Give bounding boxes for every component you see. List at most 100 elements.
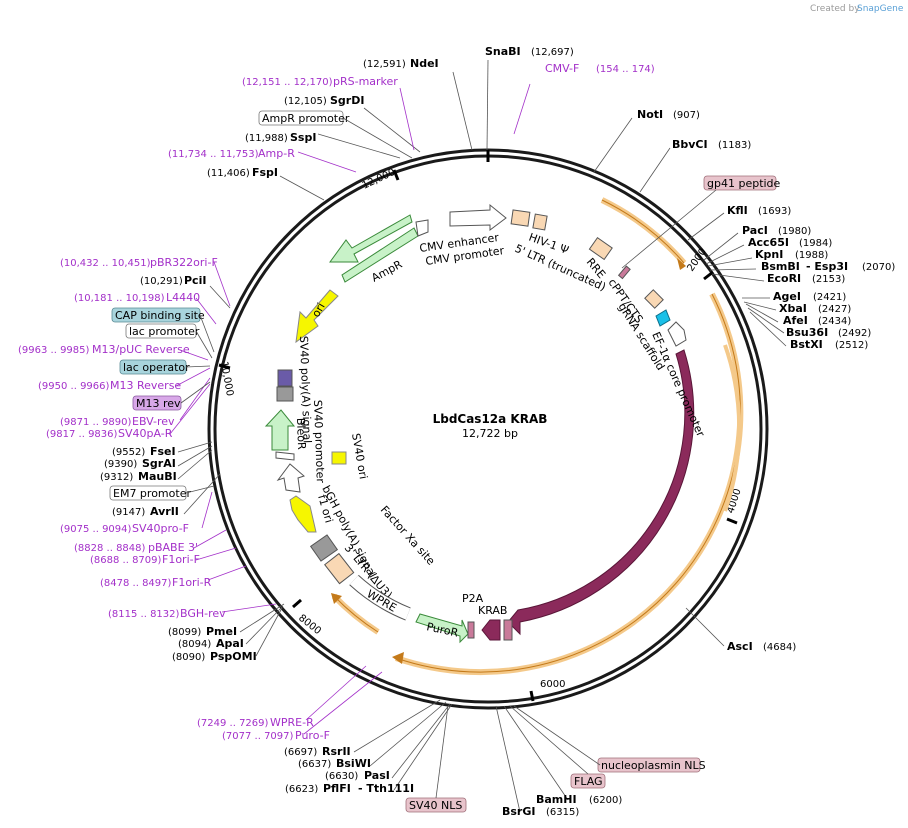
svg-text:(7249 .. 7269): (7249 .. 7269): [197, 718, 269, 729]
ltr-arrow: [331, 593, 342, 604]
svg-text:(1693): (1693): [758, 206, 791, 217]
enzyme-asci: AscI: [727, 640, 753, 653]
sv40-polya-feature[interactable]: [276, 386, 294, 402]
label-m13-rev: M13 rev: [136, 397, 181, 410]
primer-f1ori-f: F1ori-F: [162, 553, 200, 566]
lbcpf1-feature[interactable]: [507, 349, 695, 636]
enzyme-afei: AfeI: [783, 314, 808, 327]
enzyme-pasi: PasI: [364, 769, 390, 782]
svg-text:(8099): (8099): [168, 627, 201, 638]
svg-text:(9950 .. 9966): (9950 .. 9966): [38, 381, 110, 392]
bleor-feature[interactable]: [264, 409, 296, 451]
svg-text:(7077 .. 7097): (7077 .. 7097): [222, 731, 294, 742]
enzyme-pcii: PciI: [184, 274, 206, 287]
svg-text:(12,697): (12,697): [531, 47, 574, 58]
svg-text:(8094): (8094): [178, 639, 211, 650]
label-flag: FLAG: [574, 775, 603, 788]
svg-text:(2153): (2153): [812, 274, 845, 285]
plasmid-length: 12,722 bp: [462, 427, 518, 440]
svg-text:(1988): (1988): [795, 250, 828, 261]
svg-text:(8688 .. 8709): (8688 .. 8709): [90, 555, 162, 566]
enzyme-apai: ApaI: [216, 637, 244, 650]
svg-text:(1183): (1183): [718, 140, 751, 151]
krab-feature[interactable]: [481, 619, 501, 641]
hiv-psi-feature[interactable]: [532, 213, 548, 231]
svg-text:(154 .. 174): (154 .. 174): [596, 64, 655, 75]
grna-scaffold-feature[interactable]: [655, 309, 671, 327]
enzyme-pflfi: PflFI: [323, 782, 351, 795]
enzyme-avrii: AvrII: [150, 505, 179, 518]
svg-text:(10,181 .. 10,198): (10,181 .. 10,198): [74, 293, 165, 304]
label-nucleoplasmin-nls: nucleoplasmin NLS: [601, 759, 706, 772]
rre-feature[interactable]: [588, 236, 613, 261]
primer-puro-f: Puro-F: [295, 729, 330, 742]
nls-feature[interactable]: [503, 619, 513, 641]
wpre-feature[interactable]: [349, 575, 411, 620]
ltr5-feature[interactable]: [510, 209, 531, 227]
svg-text:(9963 .. 9985): (9963 .. 9985): [18, 345, 90, 356]
enzyme-agei: AgeI: [773, 290, 801, 303]
enzyme-kfli: KflI: [727, 204, 748, 217]
tick-label-2000: 2000: [685, 247, 709, 274]
ori-feature[interactable]: [295, 289, 339, 344]
svg-text:(9552): (9552): [112, 447, 145, 458]
svg-text:(10,291): (10,291): [140, 276, 183, 287]
enzyme-bamhi: BamHI: [536, 793, 577, 806]
enzyme-sgrdi: SgrDI: [330, 94, 364, 107]
f1-ori-feature[interactable]: [289, 495, 317, 533]
credit-text: Created by: [810, 4, 860, 14]
enzyme-maubi: MauBI: [138, 470, 177, 483]
ampr-inner-feature[interactable]: [341, 227, 419, 283]
enzyme-ecori: EcoRI: [767, 272, 801, 285]
ori-label: ori: [309, 301, 327, 320]
sv40-promoter-feature[interactable]: [276, 463, 305, 493]
svg-text:(6630): (6630): [325, 771, 358, 782]
cppt-feature[interactable]: [617, 265, 631, 280]
enzyme-noti: NotI: [637, 108, 663, 121]
gp41-arc[interactable]: [600, 197, 687, 265]
enzyme-fspi: FspI: [252, 166, 278, 179]
svg-text:(9390): (9390): [104, 459, 137, 470]
bgh-feature[interactable]: [309, 534, 339, 562]
tick-marks: [218, 150, 738, 702]
svg-text:(9817 .. 9836): (9817 .. 9836): [46, 429, 118, 440]
svg-text:(2492): (2492): [838, 328, 871, 339]
primer-leader-lines: [169, 83, 531, 735]
primer-sv40pa-r: SV40pA-R: [118, 427, 173, 440]
lbcpf1-orange-arc: [723, 344, 742, 512]
grna-box-feature[interactable]: [644, 289, 664, 309]
svg-text:(4684): (4684): [763, 642, 796, 653]
primer-m13-reverse: M13 Reverse: [110, 379, 181, 392]
label-cap-binding: CAP binding site: [115, 309, 205, 322]
bleor-label: BleoR: [294, 418, 308, 451]
em7-feature[interactable]: [275, 451, 295, 461]
primer-ebv-rev: EBV-rev: [132, 415, 175, 428]
svg-text:(9075 .. 9094): (9075 .. 9094): [60, 524, 132, 535]
enzyme-leader-lines: [177, 59, 787, 813]
ltr3-feature[interactable]: [324, 552, 355, 585]
sv40-ori-feature[interactable]: [331, 451, 347, 465]
svg-text:(2434): (2434): [818, 316, 851, 327]
cmv-promoter-feature[interactable]: [449, 203, 507, 231]
p2a-label: P2A: [462, 592, 484, 605]
ef1a-feature[interactable]: [667, 321, 687, 347]
puror-feature[interactable]: [415, 613, 469, 644]
p2a-feature[interactable]: [467, 621, 475, 639]
svg-text:(6623): (6623): [285, 784, 318, 795]
cmv-enhancer-feature[interactable]: [415, 219, 429, 237]
label-em7-promoter: EM7 promoter: [113, 487, 191, 500]
primer-l4440: L4440: [166, 291, 200, 304]
svg-text:(2070): (2070): [862, 262, 895, 273]
svg-text:(11,988): (11,988): [245, 133, 288, 144]
primer-pbabe3: pBABE 3': [148, 541, 198, 554]
lac-operator-feature[interactable]: [277, 369, 293, 387]
enzyme-rsrii: RsrII: [322, 745, 351, 758]
enzyme-sgrai: SgrAI: [142, 457, 176, 470]
gp41-arc-core: [601, 199, 685, 264]
lentiviral-region-arc-core: [395, 293, 741, 673]
enzyme-bsrgi: BsrGI: [502, 805, 535, 818]
primer-pbr322ori-f: pBR322ori-F: [150, 256, 218, 269]
ampr-feature[interactable]: [329, 214, 413, 263]
enzyme-tth111i: - Tth111I: [358, 782, 414, 795]
